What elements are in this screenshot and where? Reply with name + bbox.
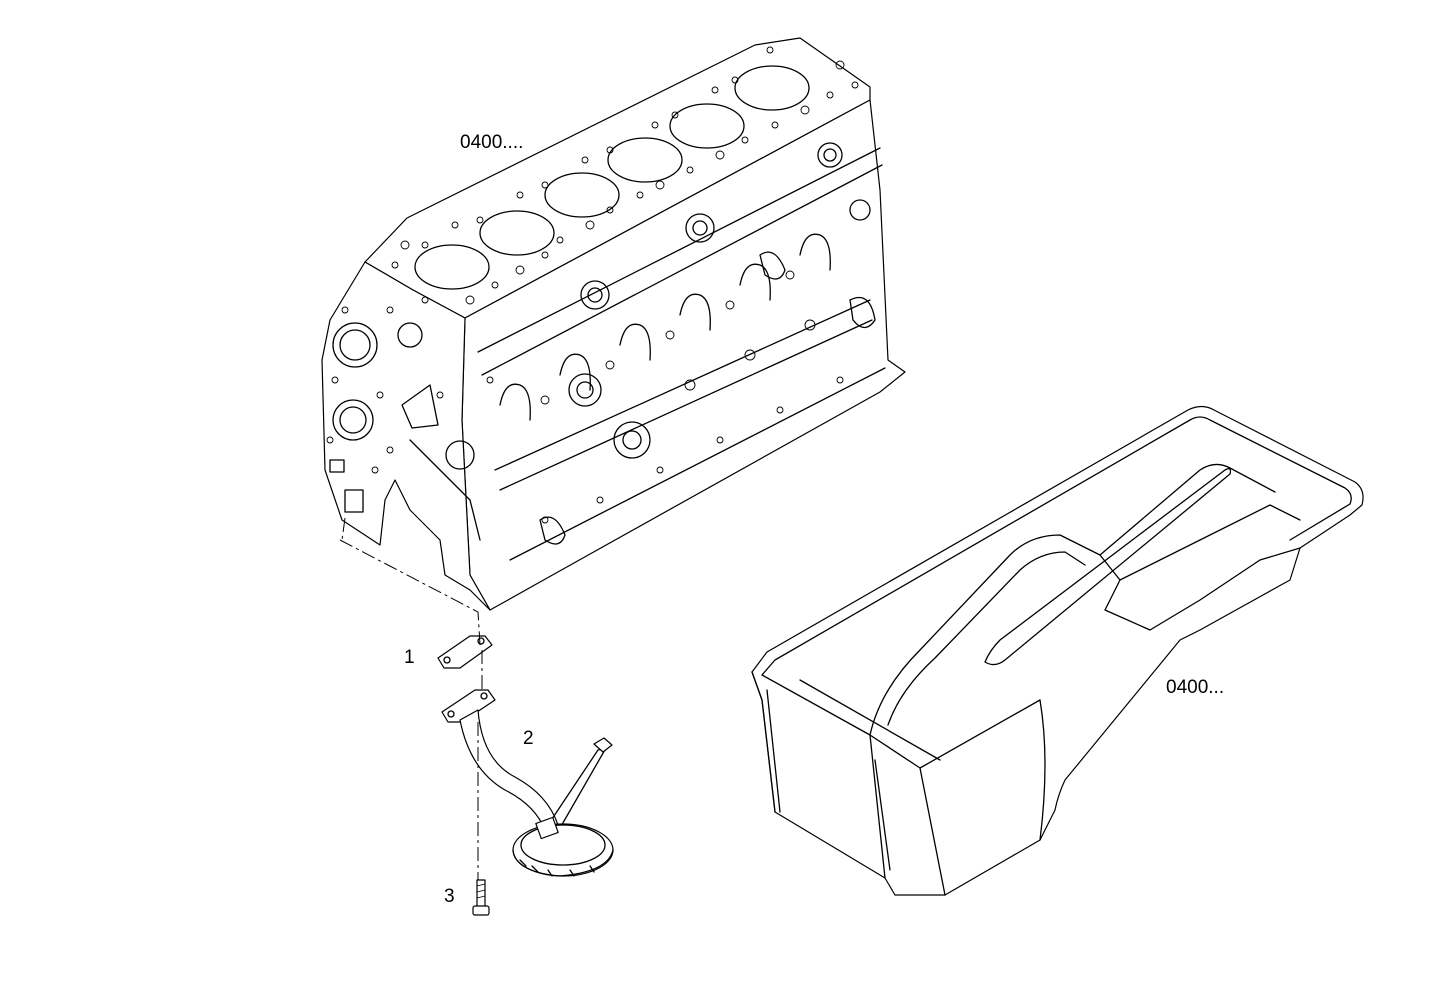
bolt[interactable] — [472, 879, 490, 916]
item-2-label: 2 — [523, 728, 534, 749]
oil-pickup-tube[interactable] — [441, 689, 614, 877]
item-3-label: 3 — [444, 886, 455, 907]
engine-block[interactable] — [321, 37, 906, 611]
assembly-centerlines — [339, 517, 483, 880]
oil-pan[interactable] — [751, 405, 1364, 896]
pan-reference-label: 0400... — [1166, 677, 1225, 698]
item-1-label: 1 — [404, 647, 415, 668]
gasket[interactable] — [437, 635, 493, 669]
block-reference-label: 0400.... — [460, 132, 524, 153]
